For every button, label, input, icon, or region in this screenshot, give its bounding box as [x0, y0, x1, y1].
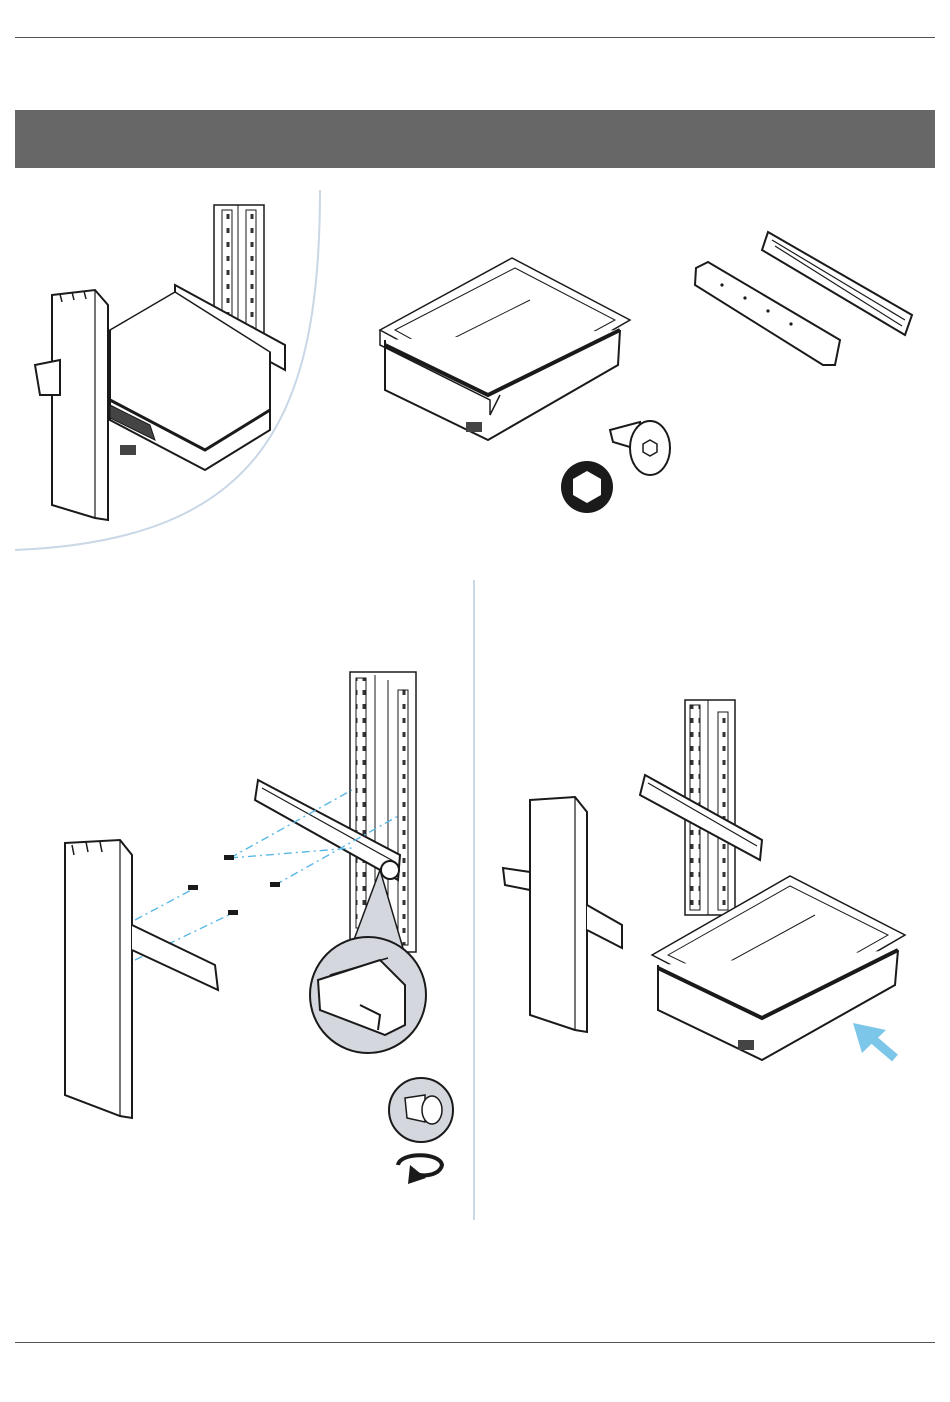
insert-arrow-icon: [853, 1023, 895, 1058]
overview-panel: [15, 190, 320, 550]
drawer-part: [380, 258, 630, 440]
insert-drawer-panel: [503, 700, 905, 1060]
screws: [188, 855, 280, 915]
rotate-arrow-icon: [398, 1155, 442, 1184]
attach-rails-panel: [65, 672, 453, 1184]
column-cover-overview: [35, 290, 108, 520]
screw-detail-icon: [389, 1078, 453, 1142]
column-cover-left: [65, 840, 218, 1118]
column-cover-right: [503, 797, 622, 1032]
screw-icon: [610, 421, 670, 475]
hex-key-icon: [561, 461, 613, 513]
parts-panel: [380, 232, 912, 513]
